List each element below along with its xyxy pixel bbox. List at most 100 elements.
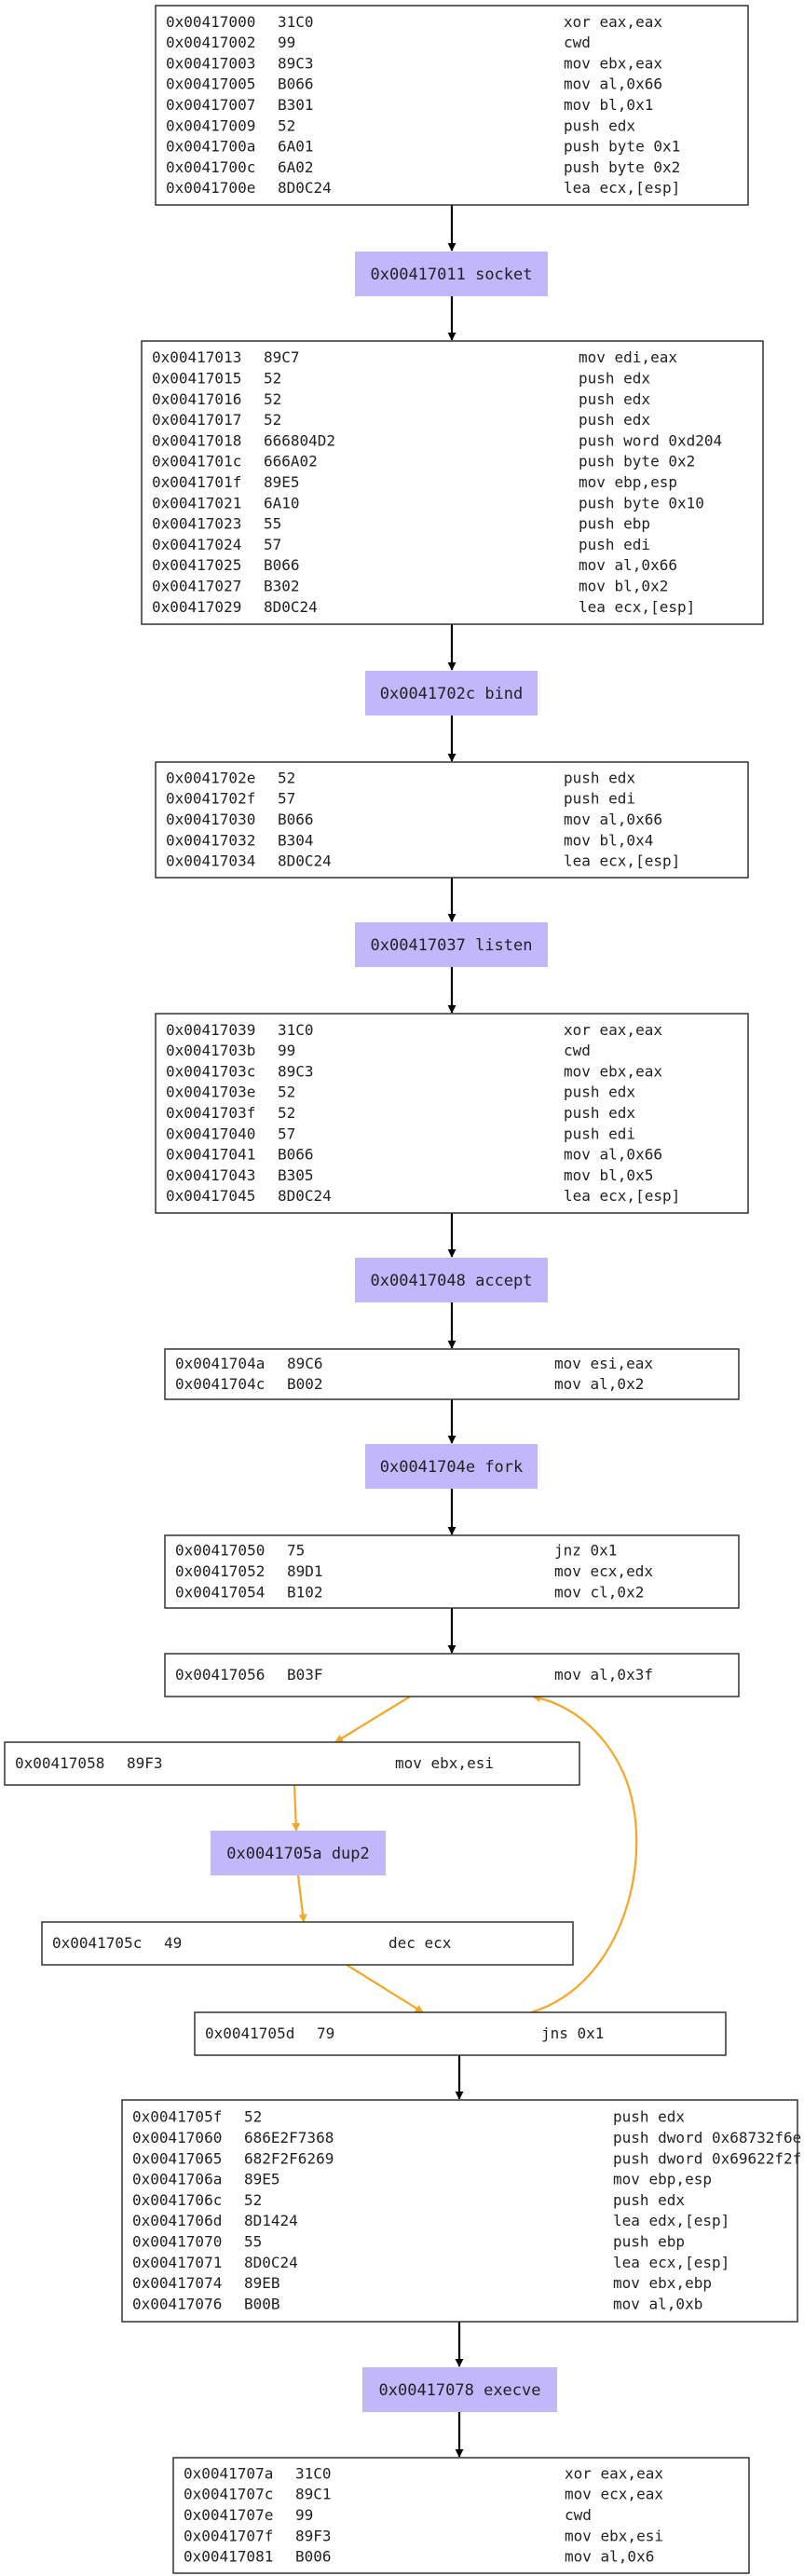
instruction-address: 0x0041705d: [205, 2024, 294, 2042]
instruction-mnemonic: cwd: [564, 34, 591, 51]
instruction-address: 0x00417041: [166, 1146, 255, 1164]
syscall-node-box: [362, 2367, 557, 2412]
instruction-address: 0x00417009: [166, 116, 255, 134]
instruction-bytes: 6A01: [278, 138, 314, 156]
instruction-mnemonic: cwd: [565, 2506, 592, 2524]
instruction-mnemonic: xor eax,eax: [565, 2464, 663, 2482]
instruction-mnemonic: mov esi,eax: [554, 1355, 653, 1372]
code-block-box: [164, 1653, 740, 1697]
instruction-mnemonic: push edx: [564, 116, 635, 134]
syscall-node-box: [365, 1444, 538, 1489]
instruction-bytes: 52: [278, 116, 295, 134]
instruction-bytes: 52: [264, 390, 281, 408]
code-block-box: [164, 1534, 740, 1609]
instruction-mnemonic: push edi: [579, 536, 650, 553]
syscall-label: 0x0041702c bind: [380, 685, 524, 703]
instruction-address: 0x0041705c: [52, 1934, 142, 1952]
instruction-address: 0x00417005: [166, 75, 255, 93]
instruction-bytes: B066: [278, 811, 314, 828]
instruction-bytes: 89C6: [287, 1355, 323, 1372]
instruction-mnemonic: mov al,0x66: [579, 556, 677, 574]
instruction-bytes: 89C1: [295, 2486, 332, 2503]
instruction-bytes: 55: [264, 515, 281, 533]
instruction-mnemonic: mov ebx,esi: [565, 2527, 663, 2544]
code-block-box: [4, 1741, 580, 1786]
syscall-node: 0x0041702c bind: [365, 671, 538, 716]
instruction-address: 0x0041702e: [166, 769, 255, 786]
instruction-mnemonic: mov bl,0x1: [564, 96, 653, 114]
syscall-label: 0x00417048 accept: [371, 1272, 533, 1290]
instruction-mnemonic: push edi: [564, 1124, 635, 1142]
instruction-address: 0x0041700a: [166, 138, 255, 156]
syscall-node: 0x00417037 listen: [355, 922, 548, 967]
instruction-bytes: B301: [278, 96, 314, 114]
instruction-bytes: 57: [264, 536, 281, 553]
instruction-mnemonic: mov al,0x2: [554, 1375, 644, 1393]
instruction-bytes: B302: [264, 578, 300, 595]
instruction-mnemonic: push edx: [579, 390, 650, 408]
instruction-address: 0x0041701c: [152, 453, 241, 470]
instruction-bytes: 6A02: [278, 158, 314, 176]
instruction-bytes: B304: [278, 831, 314, 849]
syscall-label: 0x00417011 socket: [371, 266, 533, 284]
syscall-label: 0x00417078 execve: [379, 2381, 541, 2400]
instruction-address: 0x00417000: [166, 13, 255, 31]
instruction-address: 0x0041700c: [166, 158, 255, 176]
instruction-mnemonic: mov ebp,esp: [579, 473, 677, 491]
instruction-mnemonic: mov bl,0x4: [564, 831, 653, 849]
instruction-bytes: B102: [287, 1583, 323, 1601]
instruction-bytes: 89D1: [287, 1562, 323, 1580]
instruction-address: 0x0041707a: [184, 2464, 273, 2482]
instruction-bytes: 89C3: [278, 1062, 314, 1080]
instruction-bytes: 99: [278, 1042, 295, 1059]
instruction-address: 0x0041704c: [175, 1375, 265, 1393]
instruction-mnemonic: lea ecx,[esp]: [613, 2254, 729, 2271]
instruction-bytes: 6A10: [264, 494, 300, 511]
syscall-node: 0x0041705a dup2: [211, 1831, 386, 1875]
instruction-address: 0x00417027: [152, 578, 241, 595]
instruction-address: 0x00417021: [152, 494, 241, 511]
instruction-mnemonic: lea ecx,[esp]: [564, 1187, 680, 1205]
instruction-address: 0x00417002: [166, 34, 255, 51]
code-block-box: [155, 5, 749, 206]
instruction-bytes: 89F3: [127, 1754, 163, 1772]
instruction-address: 0x0041703f: [166, 1104, 255, 1122]
syscall-node-box: [211, 1831, 386, 1875]
code-block-box: [164, 1348, 740, 1400]
instruction-mnemonic: push edi: [564, 790, 635, 808]
instruction-mnemonic: mov bl,0x2: [579, 578, 668, 595]
loop-edge: [334, 1696, 411, 1743]
instruction-bytes: 666A02: [264, 453, 318, 470]
instruction-address: 0x00417034: [166, 852, 255, 870]
instruction-address: 0x00417015: [152, 370, 241, 388]
instruction-bytes: 52: [278, 1084, 295, 1101]
flow-nodes: 0x00417000 31C0 xor eax,eax 0x00417002 99 cwd…: [4, 5, 801, 2574]
instruction-address: 0x0041700e: [166, 179, 255, 197]
syscall-node: 0x00417078 execve: [362, 2367, 557, 2412]
instruction-bytes: 99: [278, 34, 295, 51]
instruction-bytes: B305: [278, 1166, 314, 1184]
syscall-node: 0x0041704e fork: [365, 1444, 538, 1489]
instruction-address: 0x00417032: [166, 831, 255, 849]
instruction-bytes: B03F: [287, 1666, 323, 1683]
instruction-mnemonic: push edx: [579, 370, 650, 388]
instruction-address: 0x00417007: [166, 96, 255, 114]
instruction-mnemonic: mov al,0xb: [613, 2295, 702, 2312]
instruction-mnemonic: push byte 0x10: [579, 494, 704, 511]
instruction-bytes: 686E2F7368: [244, 2129, 334, 2147]
instruction-address: 0x00417023: [152, 515, 241, 533]
instruction-mnemonic: push edx: [564, 1104, 635, 1122]
instruction-mnemonic: mov al,0x66: [564, 1146, 662, 1164]
instruction-address: 0x0041706c: [132, 2191, 222, 2209]
instruction-bytes: 31C0: [278, 13, 314, 31]
instruction-address: 0x00417013: [152, 348, 241, 366]
instruction-address: 0x00417052: [175, 1562, 265, 1580]
instruction-mnemonic: lea edx,[esp]: [613, 2212, 729, 2229]
syscall-label: 0x0041704e fork: [380, 1458, 524, 1477]
instruction-bytes: B00B: [244, 2295, 280, 2312]
instruction-address: 0x0041706a: [132, 2171, 222, 2188]
